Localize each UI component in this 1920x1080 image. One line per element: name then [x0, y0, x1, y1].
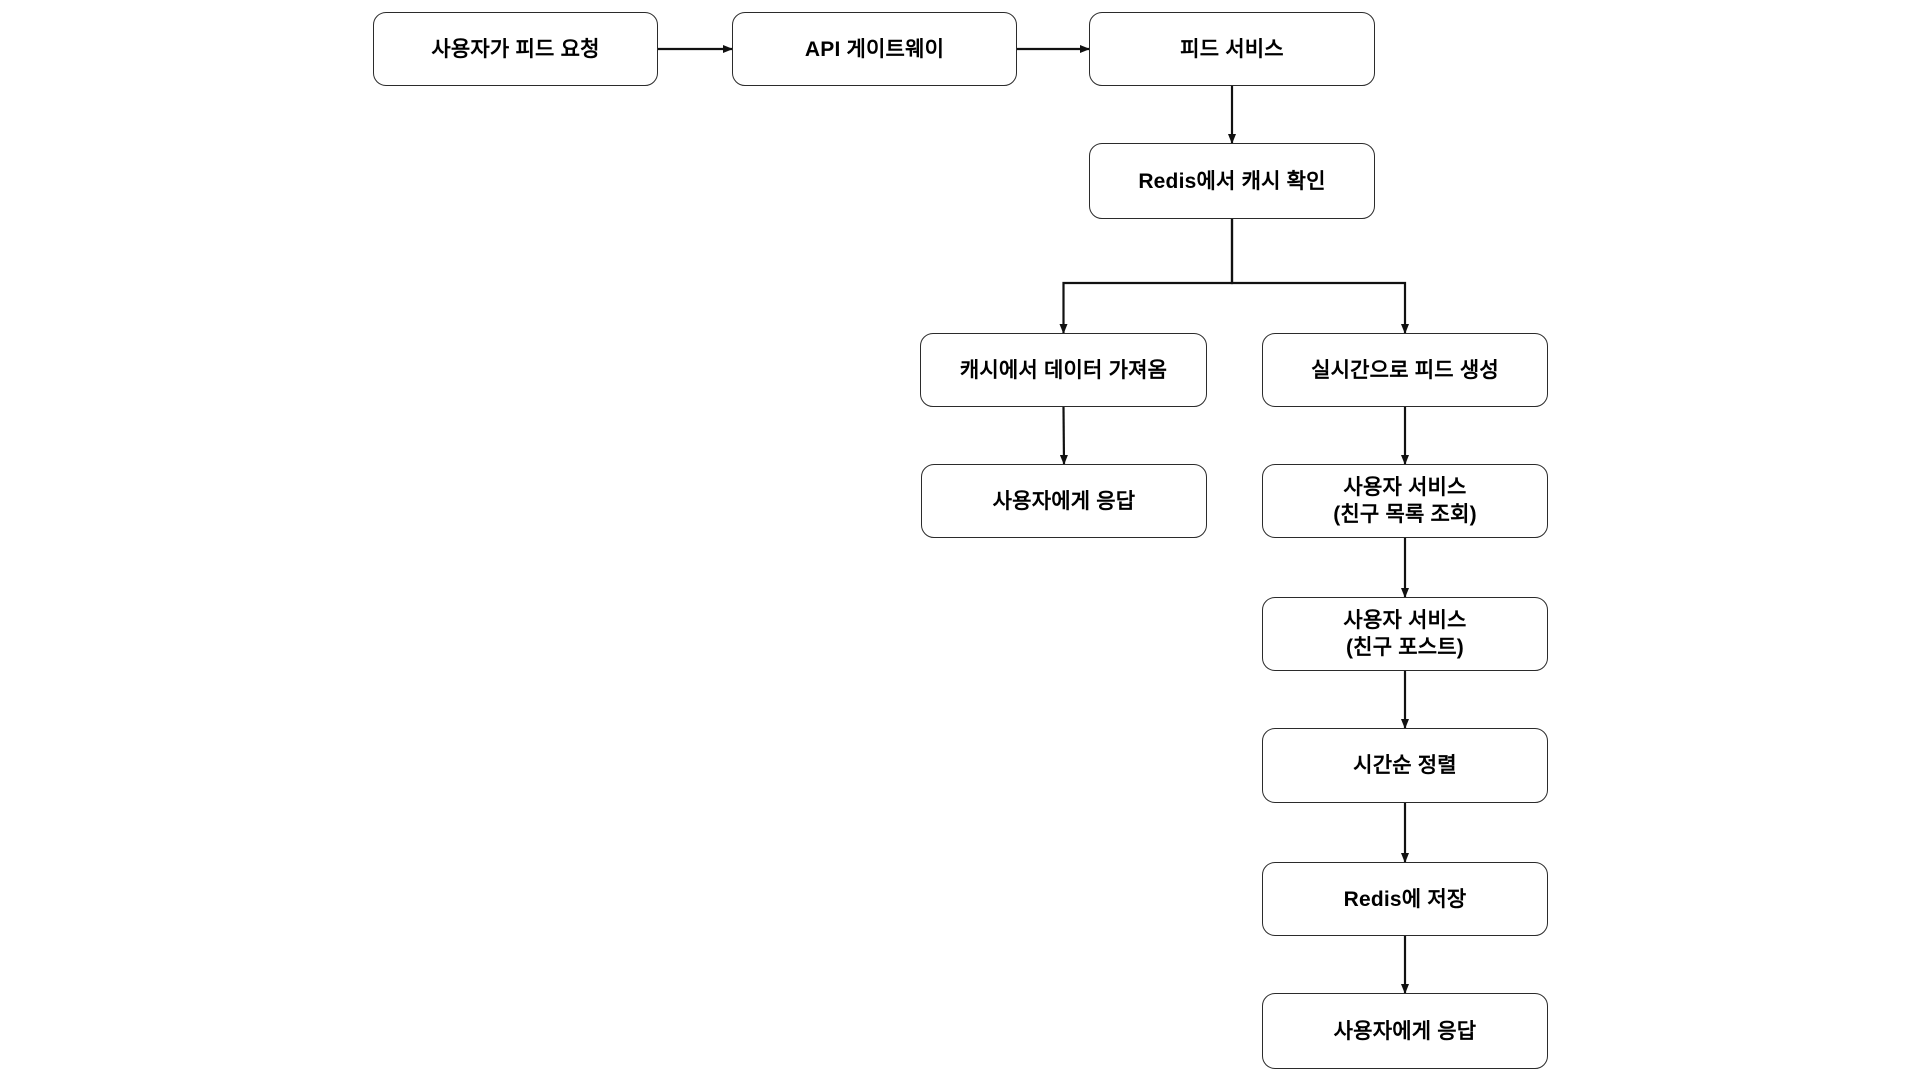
flow-node-label: 사용자 서비스	[1343, 476, 1467, 499]
flow-node-fetch_from_cache: 캐시에서 데이터 가져옴	[920, 333, 1207, 407]
flow-node-label: 실시간으로 피드 생성	[1311, 358, 1499, 382]
flow-node-feed_service: 피드 서비스	[1089, 12, 1375, 86]
flow-node-label: 사용자가 피드 요청	[431, 37, 600, 61]
flow-node-label: API 게이트웨이	[804, 37, 945, 61]
flow-node-redis_cache_check: Redis에서 캐시 확인	[1089, 143, 1375, 219]
flow-node-generate_feed_realtime: 실시간으로 피드 생성	[1262, 333, 1548, 407]
flow-node-respond_to_user_cache: 사용자에게 응답	[921, 464, 1207, 538]
flow-node-label: 피드 서비스	[1180, 37, 1284, 61]
flow-node-save_to_redis: Redis에 저장	[1262, 862, 1548, 936]
flow-node-user_feed_request: 사용자가 피드 요청	[373, 12, 658, 86]
flow-node-api_gateway: API 게이트웨이	[732, 12, 1017, 86]
flow-node-label: Redis에 저장	[1343, 887, 1467, 911]
flow-node-label: 시간순 정렬	[1353, 754, 1457, 777]
flow-node-user_service_friend_list: 사용자 서비스 (친구 목록 조회)	[1262, 464, 1548, 538]
flow-node-label: (친구 목록 조회)	[1333, 503, 1477, 526]
flow-node-label: 사용자에게 응답	[992, 489, 1136, 513]
flow-node-label: 캐시에서 데이터 가져옴	[959, 358, 1168, 382]
flow-node-user_service_friend_posts: 사용자 서비스 (친구 포스트)	[1262, 597, 1548, 671]
flow-node-label: 사용자 서비스	[1343, 609, 1467, 632]
flow-node-sort_chronologically: 시간순 정렬	[1262, 728, 1548, 803]
flow-node-label: (친구 포스트)	[1345, 636, 1465, 659]
flow-node-respond_to_user_realtime: 사용자에게 응답	[1262, 993, 1548, 1069]
flow-node-label: 사용자에게 응답	[1333, 1019, 1477, 1043]
flow-node-label: Redis에서 캐시 확인	[1138, 169, 1326, 193]
